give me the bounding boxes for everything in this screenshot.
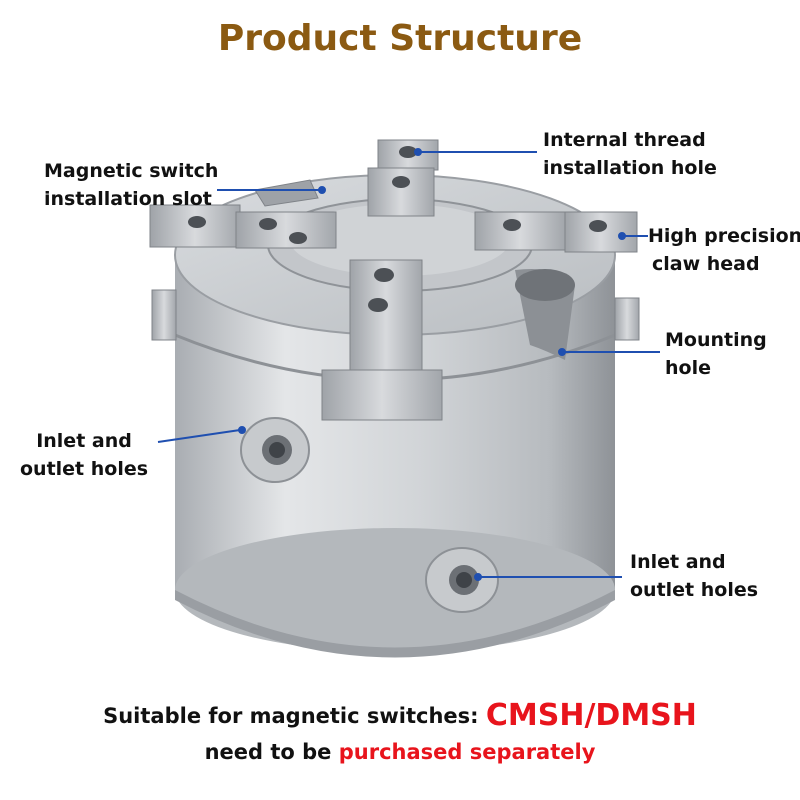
inlet-outlet-ports	[240, 417, 499, 613]
callout-magnetic-switch-slot: Magnetic switch installation slot	[44, 160, 219, 210]
purchase-text: need to be	[204, 740, 339, 764]
purchase-note: need to be purchased separately	[0, 740, 800, 764]
callout-inlet-outlet-right: Inlet and outlet holes	[630, 551, 759, 601]
callout-inlet-outlet-left: Inlet and outlet holes	[20, 430, 149, 480]
callout-claw-head: High precision claw head	[648, 225, 800, 275]
compatibility-note: Suitable for magnetic switches: CMSH/DMS…	[0, 698, 800, 733]
claw-jaws	[149, 139, 640, 421]
page-title: Product Structure	[217, 18, 583, 59]
switch-model: CMSH/DMSH	[485, 698, 697, 733]
callout-internal-thread-hole: Internal thread installation hole	[543, 129, 717, 179]
purchase-highlight: purchased separately	[338, 740, 596, 764]
callout-mounting-hole: Mounting hole	[665, 329, 767, 379]
leader-lines	[157, 148, 660, 581]
compatibility-text: Suitable for magnetic switches:	[103, 704, 486, 728]
